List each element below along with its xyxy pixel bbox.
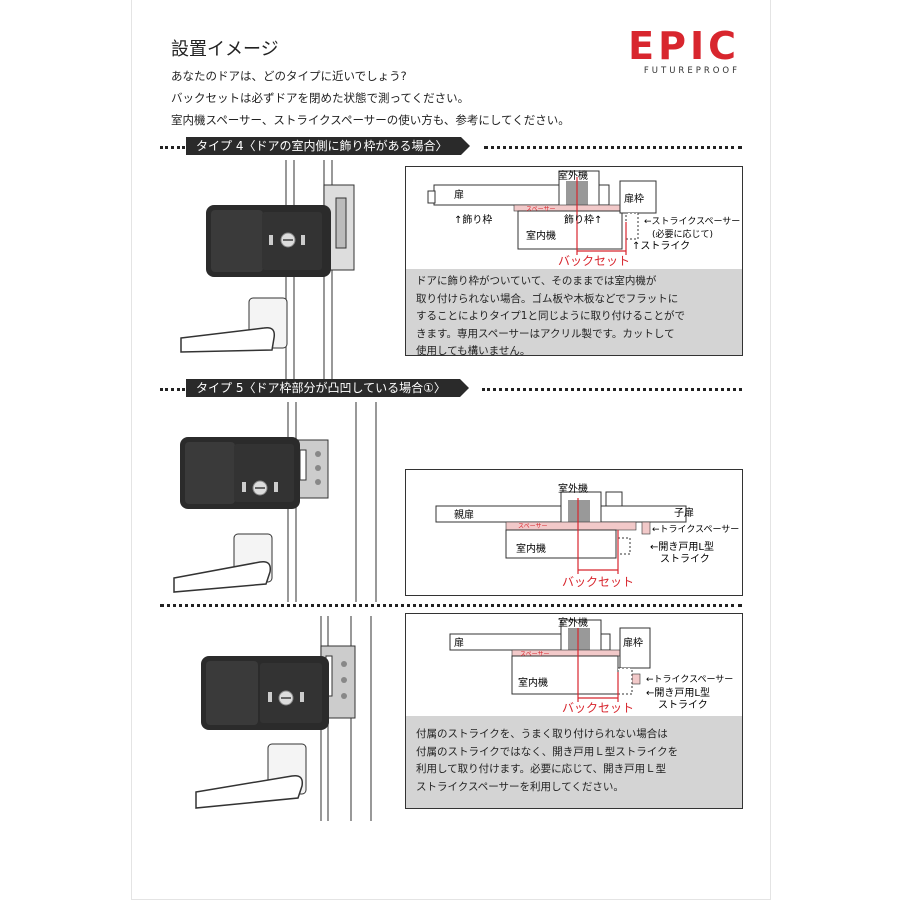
note-line: 利用して取り付けます。必要に応じて、開き戸用Ｌ型 [416,763,667,775]
label-spacer: スペーサー [526,206,555,213]
label-trim-right: 飾り枠↑ [564,213,602,226]
backset-diagram-type6: 室外機 扉 扉枠 スペーサー 室内機 ←トライクスペーサー ←開き戸用L型 スト… [449,616,733,715]
lock-illustration-type4 [180,160,355,385]
lock-illustration-type6 [195,616,372,821]
label-parent-door: 親扉 [454,508,474,521]
label-indoor-unit: 室内機 [518,676,548,689]
label-indoor-unit: 室内機 [516,542,546,555]
note-line: することによりタイプ1と同じように取り付けることがで [416,310,685,322]
label-backset: バックセット [562,575,634,589]
label-strike-spacer: ←ストライクスペーサー [644,216,740,227]
label-backset: バックセット [558,254,630,268]
section-label-type5: タイプ 5〈ドア枠部分が凸凹している場合①〉 [186,379,469,397]
diagram-box-type6: 室外機 扉 扉枠 スペーサー 室内機 ←トライクスペーサー ←開き戸用L型 スト… [405,613,743,809]
divider-dots [160,388,185,391]
lock-illustration-type5 [173,402,377,602]
divider-dots [482,388,742,391]
intro-line-3: 室内機スペーサー、ストライクスペーサーの使い方も、参考にしてください。 [171,113,570,127]
logo-tagline: FUTUREPROOF [643,66,740,76]
note-line: 取り付けられない場合。ゴム板や木板などでフラットに [416,292,679,305]
label-strike: ↑ストライク [632,240,690,252]
label-frame: 扉枠 [624,192,644,205]
note-box-type4: ドアに飾り枠がついていて、そのままでは室内機が 取り付けられない場合。ゴム板や木… [406,269,742,357]
note-line: きます。専用スペーサーはアクリル製です。カットして [416,327,675,340]
manual-page: 設置イメージ あなたのドアは、どのタイプに近いでしょう? バックセットは必ずドア… [131,0,771,900]
label-spacer: スペーサー [518,523,547,530]
epic-logo: EPIC [628,24,740,68]
section-label-type4: タイプ 4〈ドアの室内側に飾り枠がある場合〉 [186,137,471,155]
intro-line-1: あなたのドアは、どのタイプに近いでしょう? [171,69,407,83]
diagram-box-type5: 室外機 親扉 子扉 スペーサー 室内機 ←トライクスペーサー ←開き戸用L型 ス… [405,469,743,596]
label-outdoor-unit: 室外機 [558,169,588,182]
divider-dots [484,146,742,149]
label-child-door: 子扉 [674,506,694,519]
note-box-type6: 付属のストライクを、うまく取り付けられない場合は 付属のストライクではなく、開き… [406,716,742,808]
divider-dots [160,604,742,607]
label-l-strike: ←開き戸用L型 [646,686,710,699]
label-outdoor-unit: 室外機 [558,482,588,495]
divider-dots [160,146,185,149]
label-strike-spacer: ←トライクスペーサー [646,674,733,685]
label-spacer: スペーサー [520,651,549,658]
label-trim-left: ↑飾り枠 [454,213,492,226]
label-door: 扉 [454,188,464,201]
intro-line-2: バックセットは必ずドアを閉めた状態で測ってください。 [171,91,470,105]
label-indoor-unit: 室内機 [526,229,556,242]
label-door: 扉 [454,636,464,649]
page-title: 設置イメージ [171,39,279,60]
label-frame: 扉枠 [623,636,643,649]
label-strike-2: ストライク [658,699,708,711]
label-l-strike: ←開き戸用L型 [650,540,714,553]
note-line: ドアに飾り枠がついていて、そのままでは室内機が [416,275,657,287]
backset-diagram-type4: 室外機 扉 扉枠 スペーサー ↑飾り枠 飾り枠↑ 室内機 ←ストライクスペーサー… [427,169,740,268]
label-outdoor-unit: 室外機 [558,616,588,629]
label-backset: バックセット [562,701,634,715]
label-strike-spacer: ←トライクスペーサー [652,524,739,535]
backset-diagram-type5: 室外機 親扉 子扉 スペーサー 室内機 ←トライクスペーサー ←開き戸用L型 ス… [435,482,739,589]
note-line: ストライクスペーサーを利用してください。 [416,780,624,793]
note-line: 使用しても構いません。 [416,345,531,357]
label-strike-spacer-note: (必要に応じて) [652,228,713,240]
diagram-box-type4: 室外機 扉 扉枠 スペーサー ↑飾り枠 飾り枠↑ 室内機 ←ストライクスペーサー… [405,166,743,357]
note-line: 付属のストライクを、うまく取り付けられない場合は [416,728,668,740]
note-line: 付属のストライクではなく、開き戸用Ｌ型ストライクを [416,745,679,758]
label-strike-2: ストライク [660,553,710,565]
